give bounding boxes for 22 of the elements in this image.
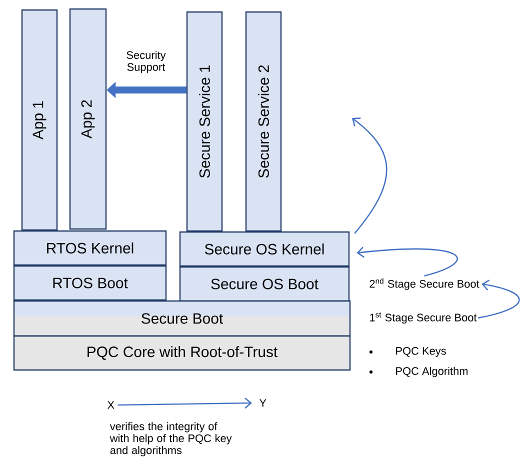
edge-label: Security Support xyxy=(126,50,166,74)
layer-box: Secure OS Kernel xyxy=(179,231,350,267)
arrow xyxy=(118,398,252,409)
layer-box: App 2 xyxy=(69,8,107,230)
bullet-item: PQC Algorithm xyxy=(396,366,468,378)
arrow xyxy=(352,118,388,234)
layer-box: Secure OS Boot xyxy=(179,266,350,302)
stage-text: 2$^{nd}$ Stage Secure Boot xyxy=(370,278,480,290)
layer-box: Secure Service 2 xyxy=(245,11,282,232)
stage-text: X xyxy=(107,401,114,409)
edge-label: verifies the integrity of with help of the PQC key and algorithms xyxy=(110,422,232,456)
layer-box: App 1 xyxy=(21,9,58,231)
layer-box: Secure Service 1 xyxy=(186,11,223,232)
bullet-item: PQC Keys xyxy=(396,347,446,357)
arrow xyxy=(478,280,520,319)
layer-box: RTOS Kernel xyxy=(13,230,167,266)
stage-text: 1$^{st}$ Stage Secure Boot xyxy=(370,312,477,324)
layer-box: Secure Boot xyxy=(13,300,351,337)
arrow xyxy=(356,246,458,277)
stage-text: Y xyxy=(259,399,266,407)
layer-box: RTOS Boot xyxy=(13,265,167,301)
layer-box: PQC Core with Root-of-Trust xyxy=(13,335,351,371)
